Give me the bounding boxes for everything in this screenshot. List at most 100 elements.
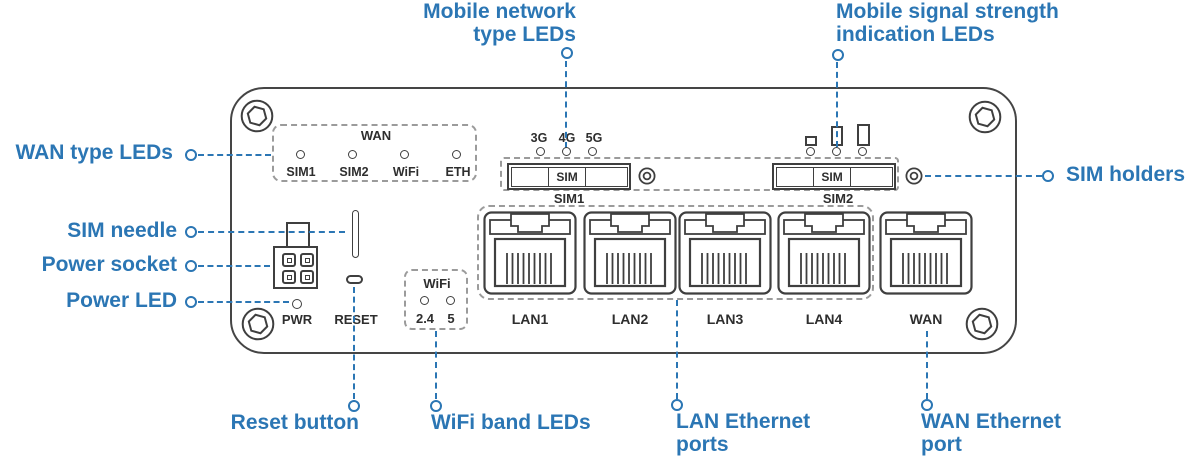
3g-led: [536, 147, 545, 156]
reset-label: RESET: [334, 312, 378, 327]
sim-needle: [352, 210, 359, 258]
lan4-label: LAN4: [805, 311, 843, 327]
wifi-led-group-box: [404, 269, 468, 330]
callout-reset-button: Reset button: [230, 411, 359, 434]
marker-wifi-band-leds: [430, 400, 442, 412]
sim2-label: SIM2: [822, 191, 854, 206]
leader-wan-port: [926, 331, 928, 399]
leader-power-led: [198, 301, 289, 303]
wan-eth-led: [452, 150, 461, 159]
wan-sim2-led: [348, 150, 357, 159]
sim1-tray-label: SIM: [549, 167, 586, 186]
callout-line: ports: [676, 433, 729, 456]
callout-power-led: Power LED: [66, 289, 177, 312]
callout-line: type LEDs: [473, 23, 576, 46]
marker-sim-holders: [1042, 170, 1054, 182]
lan2-label: LAN2: [611, 311, 649, 327]
marker-mobile-network-leds: [561, 47, 573, 59]
lan3-port rj45-icon: [678, 211, 772, 295]
callout-line: Mobile network: [423, 0, 576, 23]
corner-screw-icon: [965, 307, 999, 341]
callout-line: LAN Ethernet: [676, 410, 811, 433]
signal-led-2: [832, 147, 841, 156]
wifi-5-label: 5: [447, 311, 455, 326]
marker-mobile-signal-leds: [832, 49, 844, 61]
power-pin-icon: [300, 270, 314, 284]
marker-wan-port: [921, 399, 933, 411]
lan1-port rj45-icon: [483, 211, 577, 295]
callout-wan-type-leds: WAN type LEDs: [15, 141, 173, 164]
power-pin-icon: [300, 253, 314, 267]
sim2-holder: SIM: [772, 163, 896, 190]
wan-group-title: WAN: [360, 128, 392, 143]
marker-power-socket: [185, 260, 197, 272]
wifi-24-led: [420, 296, 429, 305]
callout-lan-ethernet-ports: LAN Ethernet ports: [676, 410, 810, 456]
pwr-label: PWR: [281, 312, 313, 327]
wan-led-group-box: [272, 124, 477, 182]
wan-sim1-led: [296, 150, 305, 159]
leader-reset-button: [353, 287, 355, 399]
signal-led-1: [806, 147, 815, 156]
wifi-24-label: 2.4: [415, 311, 435, 326]
wan-wifi-led-label: WiFi: [392, 165, 420, 179]
power-pin-icon: [282, 253, 296, 267]
callout-power-socket: Power socket: [41, 253, 177, 276]
lan4-port rj45-icon: [777, 211, 871, 295]
power-pin-icon: [282, 270, 296, 284]
leader-mobile-signal-leds: [836, 62, 838, 147]
sim2-tray-label: SIM: [814, 167, 851, 186]
callout-line: indication LEDs: [836, 23, 995, 46]
corner-screw-icon: [968, 100, 1002, 134]
leader-sim-holders: [925, 175, 1042, 177]
wifi-5-led: [446, 296, 455, 305]
5g-led-label: 5G: [585, 131, 603, 145]
wan-eth-led-label: ETH: [445, 165, 471, 179]
wan-label: WAN: [909, 311, 943, 327]
corner-screw-icon: [240, 99, 274, 133]
callout-sim-needle: SIM needle: [67, 219, 177, 242]
callout-line: port: [921, 433, 962, 456]
leader-mobile-network-leds: [565, 61, 567, 148]
callout-mobile-signal-strength-leds: Mobile signal strength indication LEDs: [836, 0, 1059, 46]
wan-sim2-led-label: SIM2: [339, 165, 369, 179]
signal-bar-small-icon: [805, 136, 817, 146]
leader-wan-type-leds: [198, 154, 271, 156]
lan2-port rj45-icon: [583, 211, 677, 295]
lan3-label: LAN3: [706, 311, 744, 327]
leader-wifi-band-leds: [435, 331, 437, 399]
small-screw-icon: [638, 167, 656, 185]
corner-screw-icon: [241, 307, 275, 341]
lan-ports-group-box: [477, 205, 874, 300]
callout-wifi-band-leds: WiFi band LEDs: [431, 411, 591, 434]
5g-led: [588, 147, 597, 156]
callout-line: Mobile signal strength: [836, 0, 1059, 23]
lan1-label: LAN1: [511, 311, 549, 327]
marker-sim-needle: [185, 226, 197, 238]
marker-reset-button: [348, 400, 360, 412]
leader-lan-ports: [676, 300, 678, 399]
wan-sim1-led-label: SIM1: [286, 165, 316, 179]
sim1-holder: SIM: [507, 163, 631, 190]
callout-mobile-network-type-leds: Mobile network type LEDs: [423, 0, 576, 46]
leader-sim-needle: [198, 231, 345, 233]
4g-led-label: 4G: [558, 131, 576, 145]
marker-lan-ports: [671, 399, 683, 411]
wifi-group-title: WiFi: [423, 276, 451, 291]
wan-port rj45-icon: [879, 211, 973, 295]
leader-power-socket: [198, 265, 270, 267]
sim-holders-group-box: [500, 157, 899, 191]
reset-button: [346, 275, 363, 284]
signal-bar-large-icon: [857, 124, 870, 146]
sim1-label: SIM1: [553, 191, 585, 206]
callout-line: WAN Ethernet: [921, 410, 1062, 433]
wan-wifi-led: [400, 150, 409, 159]
signal-led-3: [858, 147, 867, 156]
callout-wan-ethernet-port: WAN Ethernet port: [921, 410, 1061, 456]
marker-wan-type-leds: [185, 149, 197, 161]
marker-power-led: [185, 296, 197, 308]
power-socket-tab: [286, 222, 310, 248]
callout-sim-holders: SIM holders: [1066, 163, 1186, 186]
3g-led-label: 3G: [530, 131, 548, 145]
